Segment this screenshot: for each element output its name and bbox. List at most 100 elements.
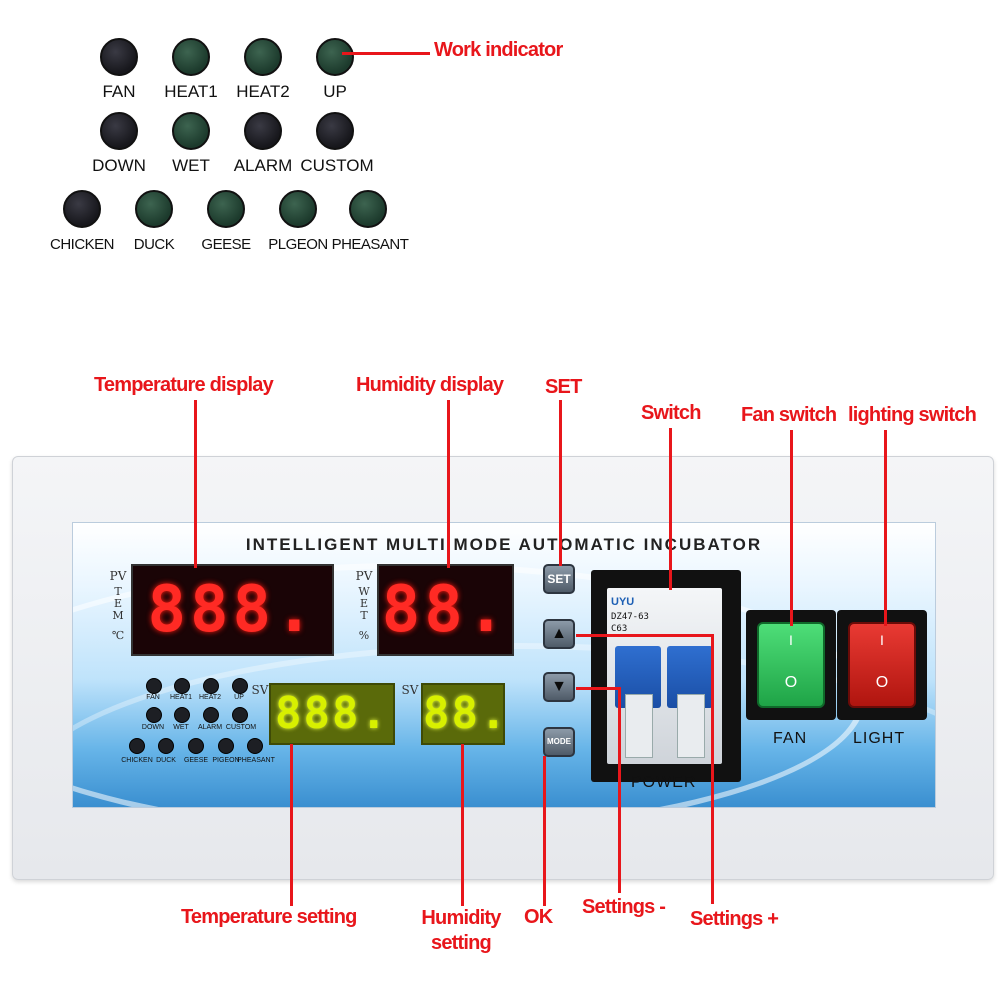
wet-label-e: E [359, 597, 369, 610]
humidity-setting-callout-line2: setting [431, 932, 492, 954]
settings-plus-line-h [576, 634, 714, 637]
indicator-label: UP [323, 82, 347, 101]
breaker-slot-left [625, 694, 653, 758]
panel-led-label: ALARM [197, 724, 223, 731]
custom-indicator-led [316, 112, 354, 150]
temperature-display: 888. [131, 564, 334, 656]
fan-on-mark: I [789, 632, 793, 648]
panel-down-led [146, 707, 162, 723]
temperature-display-line [194, 400, 197, 568]
humidity-display: 88. [377, 564, 514, 656]
light-label: LIGHT [853, 730, 906, 747]
wet-label-w: W [358, 585, 370, 598]
panel-led-label: FAN [146, 694, 160, 701]
breaker-slot-right [677, 694, 705, 758]
pheasant-indicator-led [349, 190, 387, 228]
indicator-label: HEAT1 [164, 82, 218, 101]
lighting-switch-callout: lighting switch [848, 404, 977, 426]
down-button[interactable]: ▼ [543, 672, 575, 702]
temperature-display-callout: Temperature display [94, 374, 274, 396]
duck-indicator-led [135, 190, 173, 228]
light-off-mark: O [875, 674, 889, 691]
power-label: POWER [631, 774, 697, 791]
panel-led-label: CUSTOM [225, 724, 257, 731]
geese-indicator-led [207, 190, 245, 228]
light-rocker-switch[interactable]: I O [848, 622, 916, 708]
chicken-indicator-led [63, 190, 101, 228]
lighting-switch-line [884, 430, 887, 626]
ok-callout: OK [524, 906, 553, 928]
wet-indicator-led [172, 112, 210, 150]
sv-label: SV [251, 683, 269, 697]
settings-plus-line-v [711, 634, 714, 904]
panel-up-led [232, 678, 248, 694]
indicator-label: FAN [102, 82, 136, 101]
humidity-setting-callout: Humidity setting [408, 906, 514, 956]
breaker-rating: C63 [611, 624, 628, 634]
panel-heat1-led [174, 678, 190, 694]
panel-led-label: DUCK [156, 757, 176, 764]
indicator-label: CUSTOM [300, 156, 374, 175]
wet-label-unit: % [358, 629, 370, 642]
temperature-setting-display: 888. [269, 683, 395, 745]
heat1-indicator-led [172, 38, 210, 76]
indicator-label: GEESE [201, 236, 251, 253]
humidity-setting-display: 88. [421, 683, 506, 745]
set-line [559, 400, 562, 566]
panel-geese-led [188, 738, 204, 754]
panel-pigeon-led [218, 738, 234, 754]
pigeon-indicator-led [279, 190, 317, 228]
fan-switch-callout: Fan switch [741, 404, 837, 426]
panel-led-label: PIGEON [212, 757, 240, 764]
tem-label-e: E [113, 597, 123, 610]
alarm-indicator-led [244, 112, 282, 150]
indicator-label: ALARM [233, 156, 293, 175]
humidity-setting-callout-line1: Humidity [421, 907, 501, 929]
temperature-setting-line [290, 744, 293, 906]
humidity-setting-line [461, 744, 464, 906]
work-indicator-callout: Work indicator [434, 39, 563, 61]
panel-led-label: WET [173, 724, 189, 731]
ok-line [543, 756, 546, 906]
panel-led-label: HEAT1 [169, 694, 193, 701]
down-indicator-led [100, 112, 138, 150]
set-button[interactable]: SET [543, 564, 575, 594]
settings-minus-line-h [576, 687, 620, 690]
breaker-brand-text: UYU [611, 596, 635, 608]
breaker-brand: UYU [611, 596, 634, 608]
indicator-label: WET [172, 156, 210, 175]
fan-label: FAN [773, 730, 808, 747]
up-button[interactable]: ▲ [543, 619, 575, 649]
settings-plus-callout: Settings + [690, 908, 779, 930]
pv-label: PV [355, 569, 373, 583]
panel-pheasant-led [247, 738, 263, 754]
fan-rocker-switch[interactable]: I O [757, 622, 825, 708]
breaker-model: DZ47-63 [611, 612, 649, 622]
panel-title: INTELLIGENT MULTI MODE AUTOMATIC INCUBAT… [245, 535, 763, 554]
set-callout: SET [545, 376, 582, 398]
panel-duck-led [158, 738, 174, 754]
circuit-breaker[interactable]: UYU DZ47-63 C63 [607, 588, 722, 764]
switch-line [669, 428, 672, 590]
indicator-label: PLGEON [268, 236, 328, 253]
humidity-display-line [447, 400, 450, 568]
panel-led-label: HEAT2 [198, 694, 222, 701]
settings-minus-callout: Settings - [582, 896, 666, 918]
up-indicator-led [316, 38, 354, 76]
panel-led-label: UP [234, 694, 244, 701]
panel-led-label: GEESE [183, 757, 209, 764]
indicator-label: HEAT2 [236, 82, 290, 101]
sv-label: SV [401, 683, 419, 697]
fan-indicator-led [100, 38, 138, 76]
panel-wet-led [174, 707, 190, 723]
indicator-label: PHEASANT [331, 236, 409, 253]
mode-button[interactable]: MODE [543, 727, 575, 757]
work-indicator-line [342, 52, 430, 55]
switch-callout: Switch [641, 402, 701, 424]
light-on-mark: I [880, 632, 884, 648]
settings-minus-line-v [618, 687, 621, 893]
humidity-display-callout: Humidity display [356, 374, 504, 396]
panel-led-label: DOWN [141, 724, 165, 731]
temperature-setting-callout: Temperature setting [181, 906, 357, 928]
wet-label-t: T [360, 609, 368, 622]
